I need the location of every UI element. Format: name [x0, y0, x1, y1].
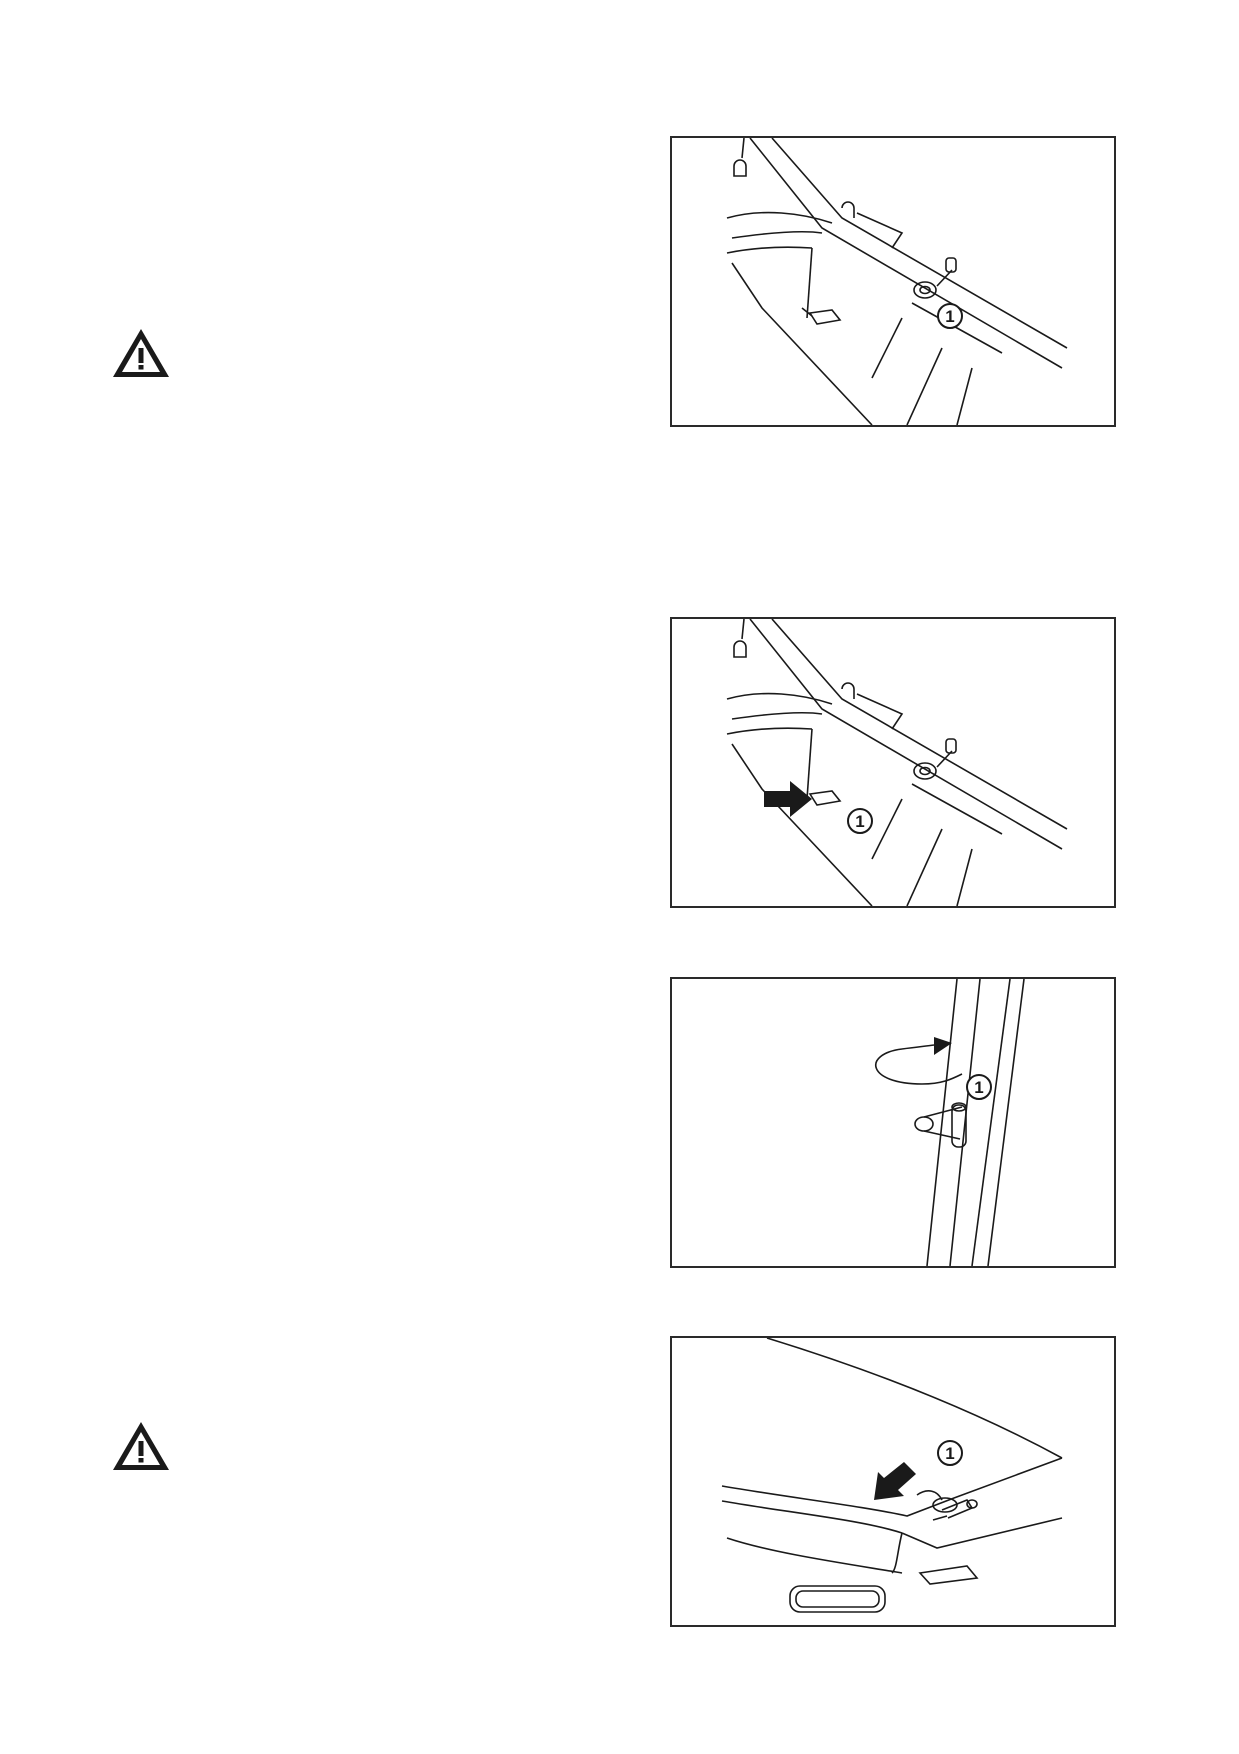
figure-rail-knob: 1: [670, 977, 1116, 1268]
frame-pin-illustration: 1: [726, 138, 1068, 425]
pull-arrow-icon: [874, 1462, 916, 1500]
frame-latch-illustration: 1: [726, 619, 1068, 906]
push-arrow-icon: [764, 781, 812, 817]
svg-text:1: 1: [855, 812, 864, 831]
callout-marker: 1: [937, 303, 963, 329]
callout-marker: 1: [847, 808, 873, 834]
figure-panel-latch: 1: [670, 1336, 1116, 1627]
svg-text:1: 1: [945, 1444, 954, 1463]
figure-frame-pin: 1: [670, 136, 1116, 427]
callout-marker: 1: [966, 1074, 992, 1100]
panel-latch-illustration: 1: [721, 1338, 1063, 1613]
figure-frame-latch: 1: [670, 617, 1116, 908]
callout-marker: 1: [937, 1440, 963, 1466]
svg-text:1: 1: [945, 307, 954, 326]
rail-knob-illustration: 1: [875, 979, 1025, 1266]
svg-text:1: 1: [974, 1078, 983, 1097]
rotate-arrow-icon: [934, 1037, 952, 1055]
warning-triangle-icon: [113, 1422, 169, 1470]
warning-triangle-icon: [113, 329, 169, 377]
